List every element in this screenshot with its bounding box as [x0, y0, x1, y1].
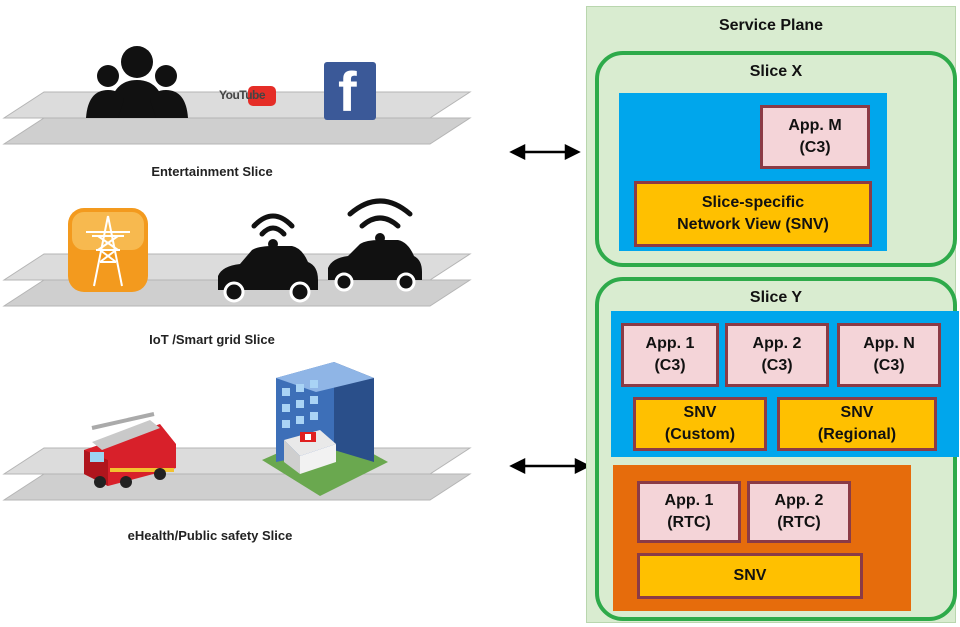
connected-car-icon	[328, 198, 422, 292]
youtube-logo-text: YouTube	[219, 88, 266, 102]
ehealth-slice-label: eHealth/Public safety Slice	[127, 528, 293, 543]
facebook-icon	[324, 62, 376, 120]
app-n-c3-box: App. N (C3)	[837, 323, 941, 387]
slice-specific-snv-box: Slice-specific Network View (SNV)	[634, 181, 872, 247]
app-2-c3-box: App. 2 (C3)	[725, 323, 829, 387]
users-group-icon	[86, 46, 188, 118]
snv-regional-box: SNV (Regional)	[777, 397, 937, 451]
slice-x-title: Slice X	[749, 63, 803, 80]
fire-truck-icon	[84, 412, 176, 488]
app-1-rtc-box: App. 1 (RTC)	[637, 481, 741, 543]
app-2-rtc-box: App. 2 (RTC)	[747, 481, 851, 543]
app-m-c3-box: App. M (C3)	[760, 105, 870, 169]
connected-car-icon	[218, 213, 318, 303]
facebook-logo-letter: f	[338, 60, 357, 123]
slice-y-box: Slice Y App. 1 (C3) App. 2 (C3) App. N (…	[595, 277, 959, 621]
service-plane-title: Service Plane	[718, 17, 824, 34]
snv-rtc-box: SNV	[637, 553, 863, 599]
entertainment-slice-label: Entertainment Slice	[151, 164, 273, 179]
ehealth-plane	[2, 447, 472, 501]
slice-x-box: Slice X App. M (C3) Slice-specific Netwo…	[595, 51, 957, 267]
youtube-icon	[248, 86, 276, 106]
iot-slice-label: IoT /Smart grid Slice	[149, 332, 275, 347]
link-arrow-slice-y	[509, 457, 590, 475]
link-arrow-slice-x	[509, 143, 581, 161]
power-tower-icon	[68, 208, 148, 292]
app-1-c3-box: App. 1 (C3)	[621, 323, 719, 387]
hospital-icon	[262, 362, 388, 496]
slice-y-title: Slice Y	[749, 289, 803, 306]
snv-custom-box: SNV (Custom)	[633, 397, 767, 451]
service-plane: Service Plane Slice X App. M (C3) Slice-…	[586, 6, 959, 623]
slice-planes-graphic	[2, 46, 590, 501]
